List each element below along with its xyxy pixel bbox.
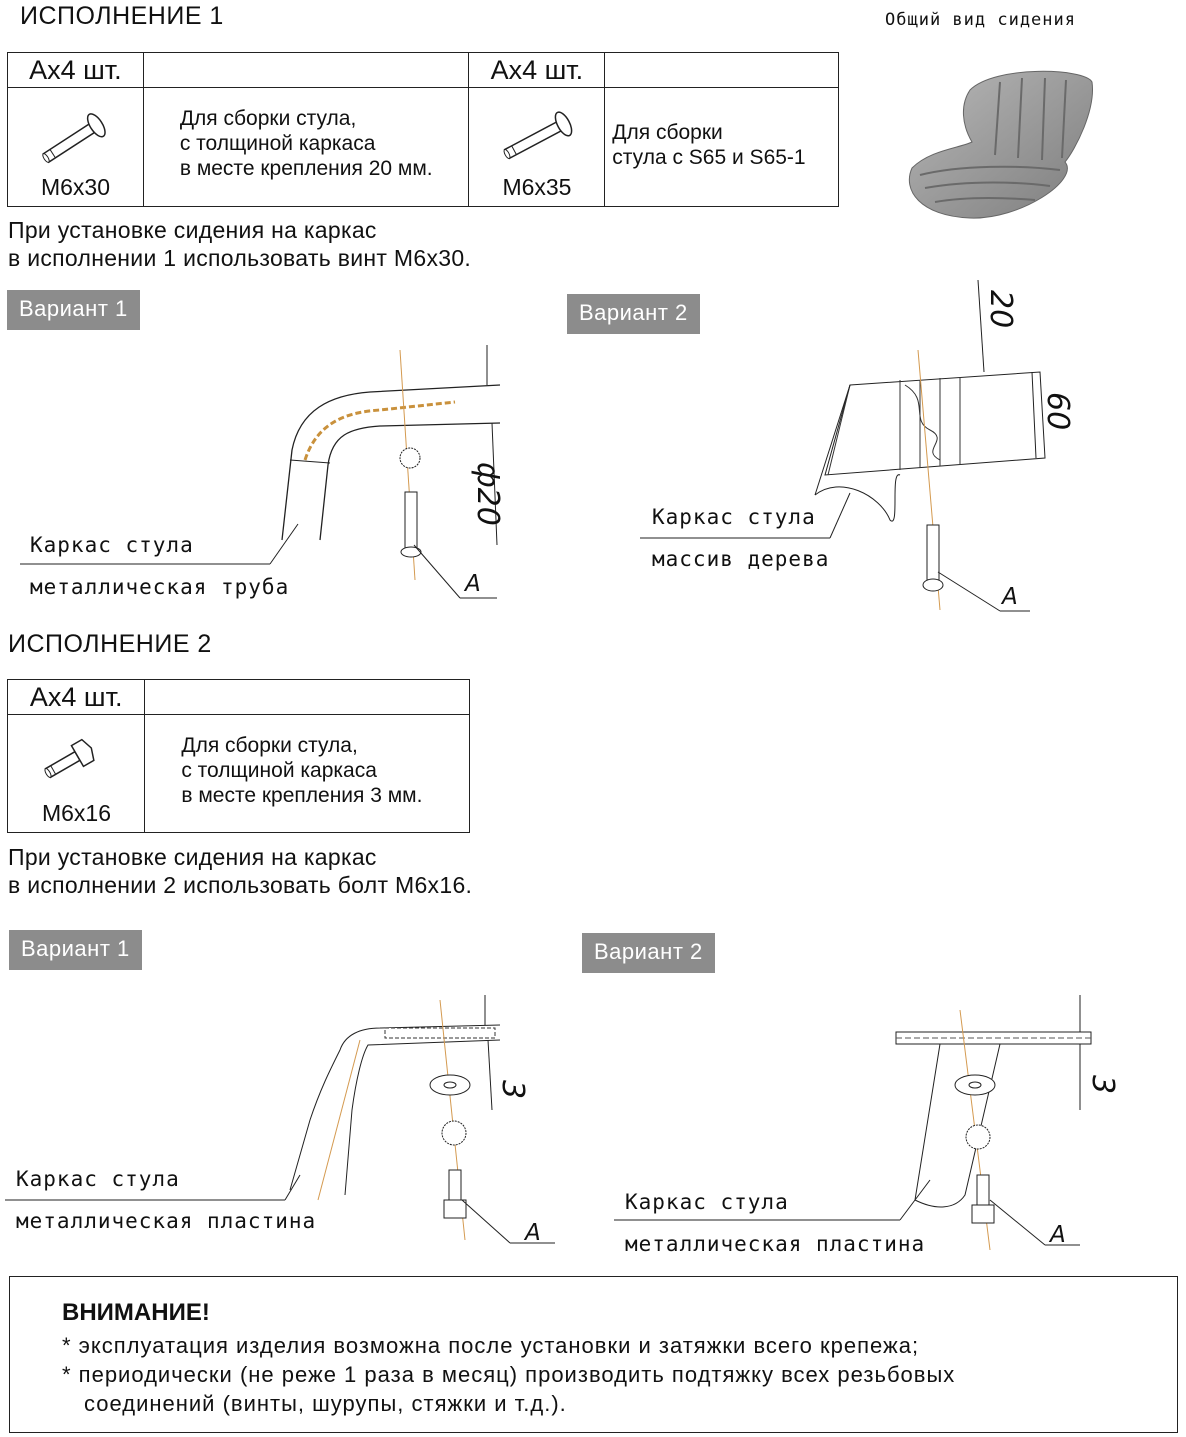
plate-frame-diagram <box>5 995 555 1244</box>
section2-note: При установке сидения на каркас в исполн… <box>8 843 472 899</box>
seat-title: Общий вид сидения <box>885 10 1076 30</box>
material-label: металлическая пластина <box>625 1232 926 1256</box>
desc-cell: Для сборки стула, с толщиной каркаса в м… <box>144 714 470 833</box>
dimension-label: 20 <box>983 290 1018 329</box>
bolt-icon <box>504 111 573 160</box>
bolt-cell: М6х30 <box>7 87 144 207</box>
note-line: При установке сидения на каркас <box>8 217 377 243</box>
fastener-table-1: Ах4 шт. Ах4 шт. М6х30 Для сборки стула, … <box>7 51 839 207</box>
warning-line: * эксплуатация изделия возможна после ус… <box>62 1333 920 1358</box>
desc-cell: Для сборки стула, с толщиной каркаса в м… <box>142 87 470 207</box>
desc-line: Для сборки стула, <box>181 734 358 758</box>
callout-label: А <box>525 1220 541 1246</box>
material-label: металлическая пластина <box>16 1209 317 1233</box>
frame-label: Каркас стула <box>16 1167 180 1191</box>
variant-badge: Вариант 2 <box>567 294 700 334</box>
variant-badge: Вариант 1 <box>7 290 140 330</box>
frame-label: Каркас стула <box>625 1190 789 1214</box>
bolt-size: М6х16 <box>41 800 112 827</box>
warning-line: соединений (винты, шурупы, стяжки и т.д.… <box>84 1391 567 1416</box>
section1-title: ИСПОЛНЕНИЕ 1 <box>20 2 224 30</box>
note-line: При установке сидения на каркас <box>8 844 377 870</box>
desc-line: в месте крепления 20 мм. <box>179 157 433 181</box>
dimension-label: ф20 <box>470 462 505 526</box>
section1-note: При установке сидения на каркас в исполн… <box>8 216 471 272</box>
warning-box: ВНИМАНИЕ! * эксплуатация изделия возможн… <box>9 1276 1178 1433</box>
desc-line: с толщиной каркаса <box>179 132 376 156</box>
wood-frame-diagram <box>640 279 1046 612</box>
frame-label: Каркас стула <box>652 505 816 529</box>
qty-cell: Ах4 шт. <box>468 51 606 89</box>
desc-line: с толщиной каркаса <box>181 759 377 783</box>
desc-cell: Для сборки стула с S65 и S65-1 <box>604 87 839 207</box>
warning-line: * периодически (не реже 1 раза в месяц) … <box>62 1362 956 1387</box>
material-label: металлическая труба <box>30 575 290 599</box>
desc-line: Для сборки <box>612 121 723 145</box>
bolt-size: М6х30 <box>40 174 111 201</box>
variant-badge: Вариант 1 <box>9 930 142 970</box>
hex-bolt-icon <box>44 738 95 779</box>
callout-label: А <box>1050 1222 1066 1248</box>
section2-title: ИСПОЛНЕНИЕ 2 <box>8 630 212 658</box>
note-line: в исполнении 1 использовать винт М6х30. <box>8 245 472 271</box>
dimension-label: 3 <box>495 1080 530 1100</box>
bolt-size: М6х35 <box>502 174 572 201</box>
callout-label: А <box>465 571 481 597</box>
material-label: массив дерева <box>652 547 830 571</box>
dimension-label: 3 <box>1085 1075 1120 1095</box>
desc-line: стула с S65 и S65-1 <box>612 146 806 170</box>
tube-frame-diagram <box>20 345 501 599</box>
callout-label: А <box>1002 584 1018 610</box>
dimension-label: 60 <box>1040 392 1075 431</box>
frame-label: Каркас стула <box>30 533 194 557</box>
fastener-table-2: Ах4 шт. М6х16 Для сборки стула, с толщин… <box>6 678 470 833</box>
qty-cell: Ах4 шт. <box>7 51 144 89</box>
seat-illustration <box>908 70 1093 219</box>
warning-title: ВНИМАНИЕ! <box>62 1299 210 1326</box>
desc-line: в месте крепления 3 мм. <box>181 784 423 808</box>
qty-cell: Ах4 шт. <box>6 678 146 716</box>
bolt-cell: М6х16 <box>6 714 146 833</box>
warning-text: * эксплуатация изделия возможна после ус… <box>62 1331 955 1418</box>
bolt-icon <box>42 113 106 164</box>
bolt-cell: М6х35 <box>468 87 606 207</box>
variant-badge: Вариант 2 <box>582 933 715 973</box>
desc-line: Для сборки стула, <box>179 107 357 131</box>
plate-frame-diagram-2 <box>614 995 1092 1251</box>
note-line: в исполнении 2 использовать болт М6х16. <box>8 872 473 898</box>
